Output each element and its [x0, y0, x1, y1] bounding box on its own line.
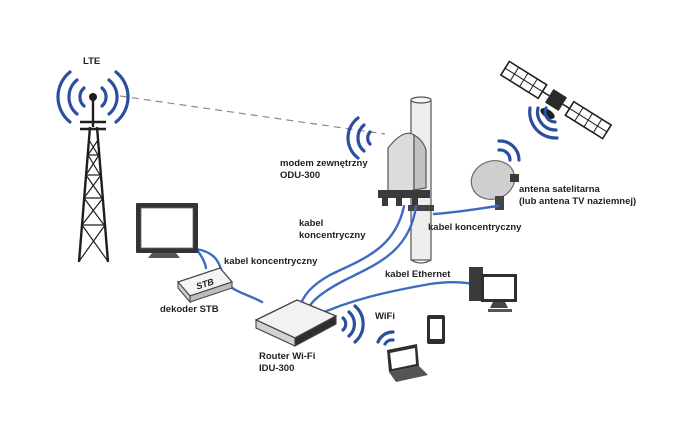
wifi-label: WiFi	[375, 311, 395, 322]
satellite-dish-label-line2: (lub antena TV naziemnej)	[519, 196, 637, 207]
lte-label: LTE	[83, 56, 101, 67]
modem-label-line1: modem zewnętrzny	[280, 158, 368, 169]
laptop-icon	[387, 344, 428, 382]
cell-tower-icon	[77, 100, 110, 263]
coax-mast-cable	[432, 204, 500, 216]
lte-link-dashed	[119, 95, 386, 135]
modem-label-line2: ODU-300	[280, 170, 321, 181]
decoder-label: dekoder STB	[160, 304, 219, 315]
satellite-dish-label: antena satelitarna (lub antena TV naziem…	[519, 184, 636, 208]
laptop-wifi-waves-icon	[376, 330, 395, 346]
coax-stb-label: kabel koncentryczny	[224, 256, 318, 267]
modem-signal-waves-icon	[346, 116, 372, 160]
coax-mast-label: kabel koncentryczny	[428, 222, 522, 233]
ethernet-label: kabel Ethernet	[385, 269, 451, 280]
router-label-line2: IDU-300	[259, 363, 295, 374]
satellite-dish-label-line1: antena satelitarna	[519, 184, 600, 195]
coax-vertical-label-line2: koncentryczny	[299, 230, 366, 241]
satellite-dish-icon	[470, 160, 519, 210]
lte-signal-waves-icon	[56, 70, 130, 124]
router-icon	[254, 299, 338, 347]
dish-signal-waves-icon	[497, 139, 521, 162]
coax-vertical-label: kabel koncentryczny	[299, 218, 366, 242]
coax-vertical-label-line1: kabel	[299, 218, 324, 229]
router-wifi-waves-icon	[341, 304, 365, 344]
coax-vertical-cable	[298, 204, 406, 310]
smartphone-icon	[427, 315, 445, 344]
stb-decoder-icon: STB	[176, 267, 234, 304]
router-label-line1: Router Wi-Fi	[259, 351, 316, 362]
ethernet-cable	[313, 281, 484, 318]
modem-icon	[378, 132, 430, 206]
desktop-pc-icon	[469, 267, 517, 312]
satellite-icon	[499, 60, 613, 140]
tv-icon	[136, 203, 198, 258]
tower-antenna-tip	[89, 93, 97, 101]
router-label: Router Wi-Fi IDU-300	[259, 351, 315, 375]
satellite-signal-waves-icon	[528, 106, 559, 140]
coax-vertical-cable-2	[306, 204, 418, 312]
modem-label: modem zewnętrzny ODU-300	[280, 158, 368, 182]
